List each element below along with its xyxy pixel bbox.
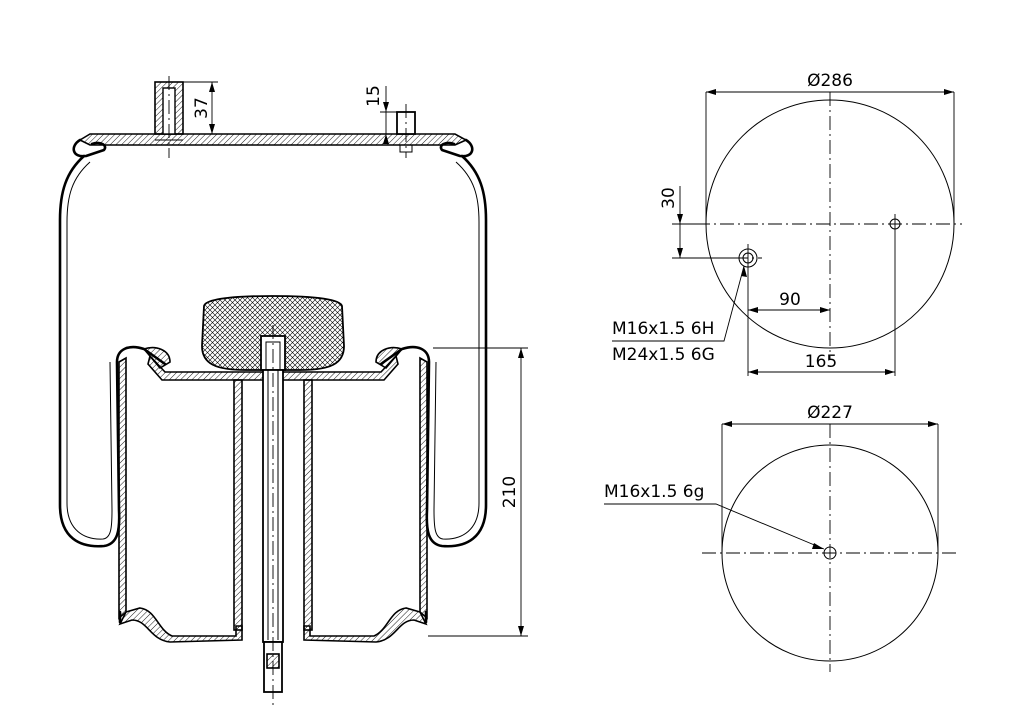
piston-right-bead (375, 346, 404, 370)
piston-top (147, 354, 399, 381)
piston-bottom-right (303, 607, 428, 643)
thread-leader (612, 265, 745, 342)
bellows (58, 154, 488, 548)
piston-bottom (118, 607, 243, 643)
dim-piston-height: 210 (428, 347, 528, 637)
piston-bottom-line (118, 610, 428, 624)
dim-stud-height: 37 (183, 81, 218, 135)
bottom-diameter-label: Ø227 (807, 403, 853, 423)
bottom-view: Ø227 M16x1.5 6g (604, 403, 958, 672)
center-bolt (262, 325, 284, 705)
piston-left-bead (142, 346, 171, 370)
piston-right-wall (419, 356, 428, 620)
piston-left-wall (118, 356, 127, 620)
top-plate (78, 133, 468, 146)
top-offset-165-label: 165 (805, 352, 837, 372)
bottom-hole (823, 546, 837, 560)
dim-stud-height-label: 37 (192, 97, 212, 119)
bellows-inner (66, 161, 480, 540)
top-offset-90-label: 90 (779, 290, 801, 310)
bottom-thread-label: M16x1.5 6g (604, 482, 704, 502)
center-tube (233, 379, 313, 631)
top-stud (154, 76, 184, 158)
right-crimp (439, 138, 474, 158)
dim-piston-height-label: 210 (500, 476, 520, 508)
bottom-thread-leader (604, 503, 825, 550)
top-pin (396, 104, 416, 158)
thread-label-1: M16x1.5 6H (612, 319, 714, 339)
thread-label-2: M24x1.5 6G (612, 345, 715, 365)
left-crimp (72, 138, 107, 158)
top-offset-30-label: 30 (659, 187, 679, 209)
dim-pin-height-label: 15 (364, 85, 384, 107)
top-diameter-label: Ø286 (807, 71, 853, 91)
side-view: 37 15 210 (58, 76, 528, 705)
top-plate-view: Ø286 30 90 165 M16x1.5 6H M24x1.5 6G (612, 71, 962, 376)
dim-pin-height: 15 (364, 85, 397, 144)
